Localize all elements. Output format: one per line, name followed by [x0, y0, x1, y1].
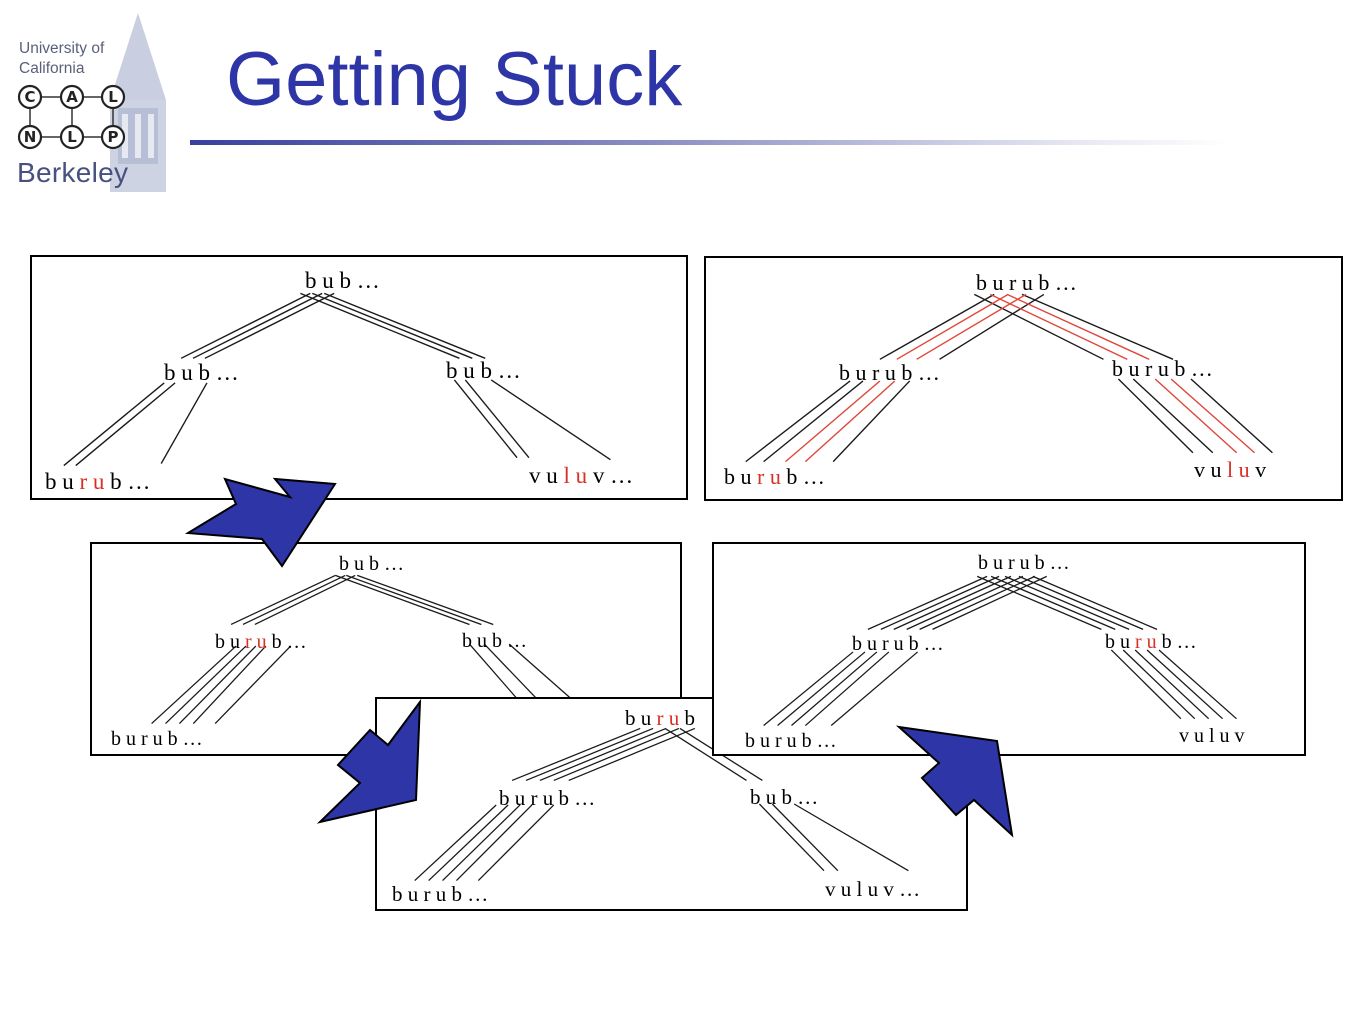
tree-panel-1: b u b … b u b … b u b … b u r u b … v u …	[30, 255, 688, 500]
leaf-left-label: b u r u b …	[392, 882, 489, 906]
right-node-label: b u b …	[446, 358, 521, 383]
tree-panel-5: b u r u b … b u r u b … b u r u b … b u …	[712, 542, 1306, 756]
left-node-label: b u r u b …	[839, 360, 940, 385]
mid-left-node-label: b u r u b …	[215, 631, 307, 653]
logo-berkeley-text: Berkeley	[17, 157, 129, 188]
mid-right-node-label: b u r u b …	[1105, 631, 1197, 653]
tree-edges	[745, 293, 1273, 463]
logo-node-letter: N	[23, 128, 37, 146]
tree-edges	[151, 574, 575, 725]
root-node-label: b u b …	[305, 268, 380, 293]
root-node-label: b u r u b	[625, 706, 695, 730]
leaf-left-label: b u r u b …	[745, 730, 837, 752]
tree-edges	[63, 292, 611, 467]
leaf-left-label: b u r u b …	[45, 469, 151, 494]
right-node-label: b u b …	[462, 630, 527, 652]
logo-node-letter: P	[107, 128, 119, 146]
leaf-left-label: b u r u b …	[111, 728, 203, 750]
left-node-label: b u b …	[164, 360, 239, 385]
logo-node-letter: L	[108, 88, 118, 106]
leaf-right-label: v u l u v …	[825, 877, 921, 901]
root-node-label: b u r u b …	[976, 270, 1077, 295]
leaf-right-label: v u l u v	[1179, 725, 1245, 747]
tree-edges	[763, 575, 1237, 727]
root-node-label: b u r u b …	[978, 552, 1070, 574]
right-node-label: b u b …	[750, 785, 819, 809]
campanile-icon	[17, 13, 166, 192]
right-node-label: b u r u b …	[1112, 356, 1213, 381]
left-node-label: b u r u b …	[499, 786, 596, 810]
leaf-right-label: v u l u v …	[529, 463, 634, 488]
title-underline	[190, 140, 1230, 145]
tree-panel-2: b u r u b … b u r u b … b u r u b … b u …	[704, 256, 1343, 501]
tree-edges	[414, 727, 909, 882]
logo-node-letter: L	[67, 128, 77, 146]
leaf-left-label: b u r u b …	[724, 464, 825, 489]
logo-node-letter: C	[24, 88, 36, 106]
logo-node-letter: A	[66, 88, 78, 106]
slide-title: Getting Stuck	[226, 37, 683, 122]
left-node-label: b u r u b …	[852, 633, 944, 655]
leaf-right-label: v u l u v	[1194, 457, 1267, 482]
root-node-label: b u b …	[339, 553, 404, 575]
